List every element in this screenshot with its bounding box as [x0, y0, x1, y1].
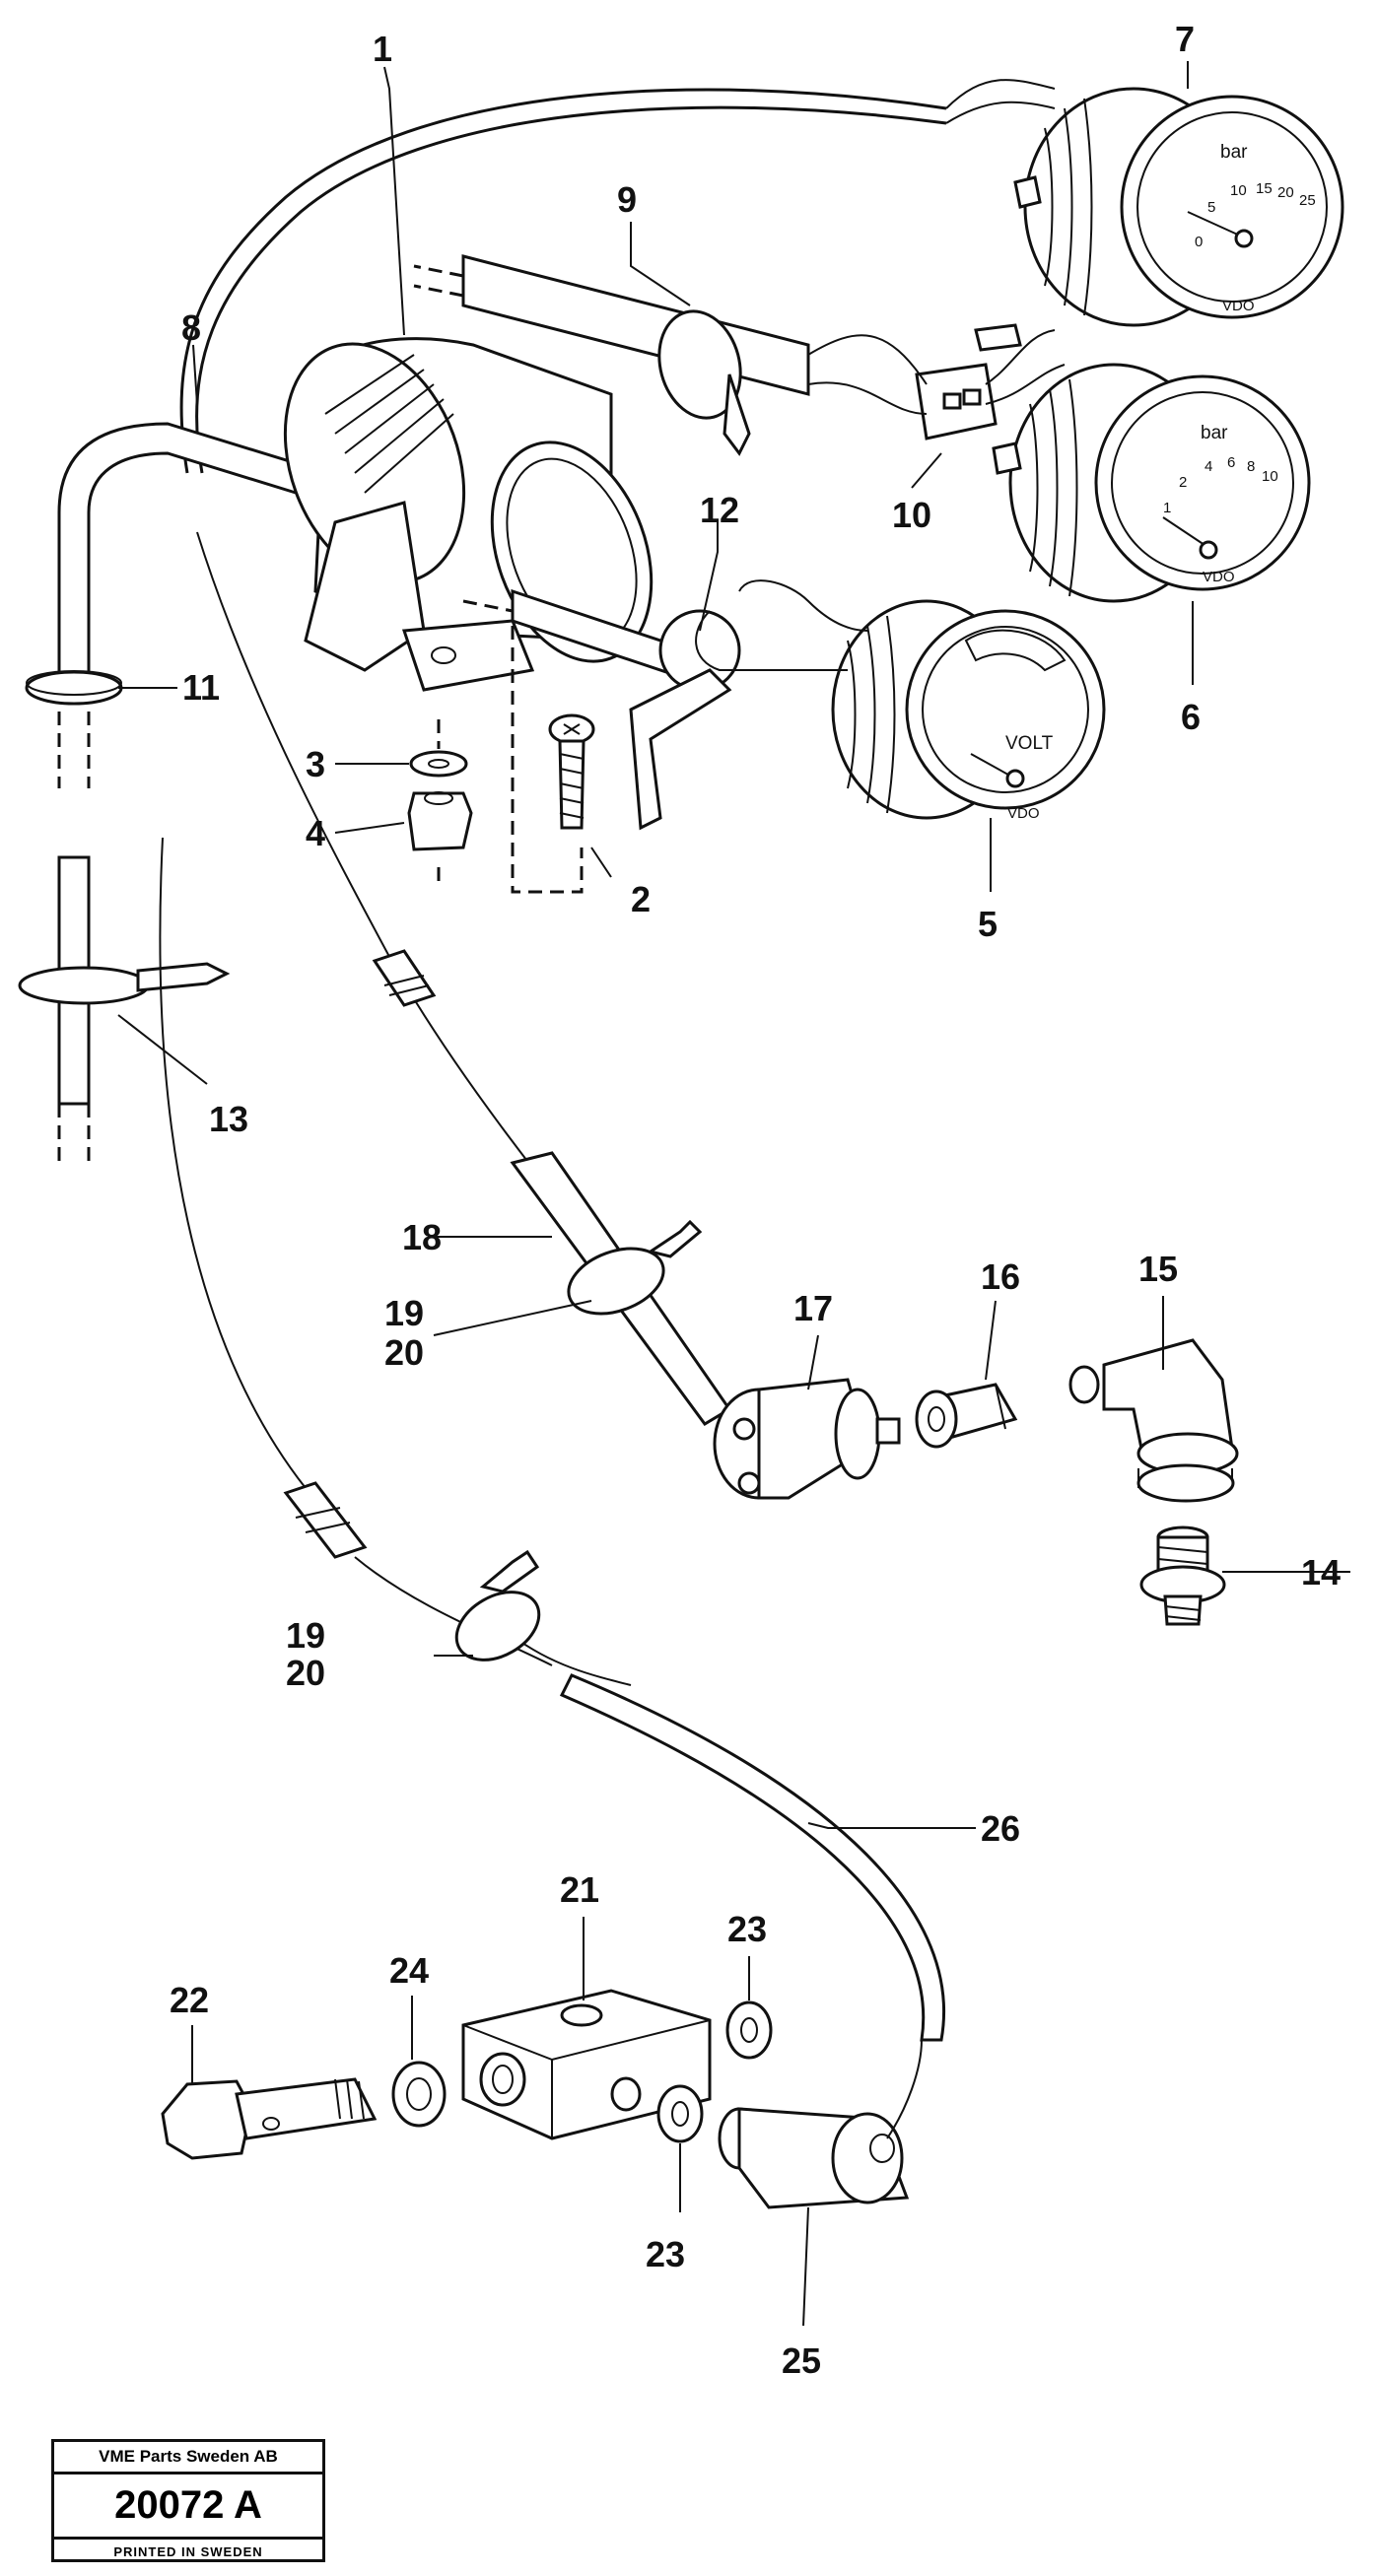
pipe-8-break — [57, 690, 91, 788]
gauge-6-tick-10: 10 — [1262, 468, 1278, 485]
callout-16: 16 — [981, 1256, 1020, 1297]
callout-20-lower: 20 — [286, 1653, 325, 1693]
callout-14: 14 — [1301, 1552, 1341, 1593]
cable-26 — [559, 1673, 946, 2042]
gauge-7-unit: bar — [1220, 142, 1248, 163]
sender-17 — [713, 1378, 901, 1500]
screw-2-path — [462, 599, 584, 894]
callout-20-upper: 20 — [384, 1332, 424, 1373]
callout-1: 1 — [373, 29, 392, 69]
pipe-8-lower-break — [57, 1104, 91, 1168]
nipple-lower — [283, 1481, 368, 1559]
gauge-5-volt-label: VOLT — [1005, 733, 1054, 754]
callout-13: 13 — [209, 1099, 248, 1139]
callout-9: 9 — [617, 179, 637, 220]
gauge-7-brand: VDO — [1222, 298, 1255, 314]
gauge-7-tick-0: 0 — [1195, 234, 1203, 250]
gauge-6-brand: VDO — [1203, 569, 1235, 585]
pipe-8 — [57, 422, 298, 692]
adapter-16 — [915, 1383, 1018, 1449]
grommet-11 — [25, 670, 123, 706]
cable-upper-2 — [195, 105, 947, 474]
gauge-housing-1 — [283, 337, 654, 692]
callout-3: 3 — [306, 744, 325, 784]
nut-4 — [407, 791, 473, 851]
block-21 — [461, 1989, 712, 2140]
washer-24 — [391, 2061, 447, 2128]
gauge-6 — [992, 363, 1311, 603]
cable-upper — [179, 88, 947, 474]
callout-10: 10 — [892, 495, 931, 535]
screw-2 — [548, 713, 595, 830]
callout-23-upper: 23 — [727, 1909, 767, 1949]
callout-11: 11 — [182, 667, 220, 708]
gauge-6-tick-4: 4 — [1205, 458, 1212, 475]
gauge-7-tick-10: 10 — [1230, 182, 1247, 199]
title-stamp: VME Parts Sweden AB 20072 A PRINTED IN S… — [51, 2439, 325, 2562]
callout-5: 5 — [978, 904, 998, 944]
callout-22: 22 — [170, 1980, 209, 2020]
callout-19-lower: 19 — [286, 1615, 325, 1656]
gauge-7-tick-15: 15 — [1256, 180, 1273, 197]
gauge-6-tick-2: 2 — [1179, 474, 1187, 491]
clamp-19-20-upper — [567, 1247, 665, 1316]
cable-tie-13 — [18, 966, 150, 1005]
wire-18 — [196, 531, 395, 967]
bolt-22 — [161, 2077, 378, 2160]
callout-23-lower: 23 — [646, 2234, 685, 2274]
fitting-14 — [1139, 1525, 1226, 1626]
callout-18: 18 — [402, 1217, 442, 1257]
stamp-company: VME Parts Sweden AB — [54, 2442, 322, 2474]
gauge-6-tick-6: 6 — [1227, 454, 1235, 471]
gauge-5-voltmeter — [695, 579, 1106, 820]
callout-2: 2 — [631, 879, 651, 919]
callout-21: 21 — [560, 1869, 599, 1910]
callout-6: 6 — [1181, 697, 1201, 737]
callout-26: 26 — [981, 1808, 1020, 1849]
elbow-15 — [1068, 1338, 1239, 1503]
washer-3 — [409, 750, 468, 778]
gauge-6-tick-8: 8 — [1247, 458, 1255, 475]
callout-25: 25 — [782, 2340, 821, 2381]
callout-4: 4 — [306, 813, 325, 853]
connector-10 — [807, 323, 1066, 441]
callout-24: 24 — [389, 1950, 429, 1991]
gauge-5-brand: VDO — [1007, 805, 1040, 822]
gauge-7 — [945, 79, 1344, 327]
gauge-7-tick-20: 20 — [1277, 184, 1294, 201]
callout-7: 7 — [1175, 19, 1195, 59]
callout-19-upper: 19 — [384, 1293, 424, 1333]
stamp-printed: PRINTED IN SWEDEN — [113, 2544, 263, 2559]
clamp-19-20-lower — [454, 1591, 541, 1661]
stamp-number: 20072 A — [54, 2474, 322, 2540]
gauge-6-tick-1: 1 — [1163, 500, 1171, 516]
gauge-7-tick-25: 25 — [1299, 192, 1316, 209]
nipple-upper — [372, 949, 437, 1007]
callout-15: 15 — [1138, 1249, 1178, 1289]
callout-12: 12 — [700, 490, 739, 530]
washer-23-upper — [725, 2000, 773, 2060]
callout-8: 8 — [181, 307, 201, 348]
callout-17: 17 — [793, 1288, 833, 1328]
cable-tie-9 — [657, 309, 742, 420]
sender-25 — [718, 2039, 923, 2209]
washer-23-lower — [656, 2084, 704, 2143]
cable-lower — [159, 837, 307, 1489]
gauge-6-unit: bar — [1201, 423, 1228, 443]
gauge-7-tick-5: 5 — [1207, 199, 1215, 216]
